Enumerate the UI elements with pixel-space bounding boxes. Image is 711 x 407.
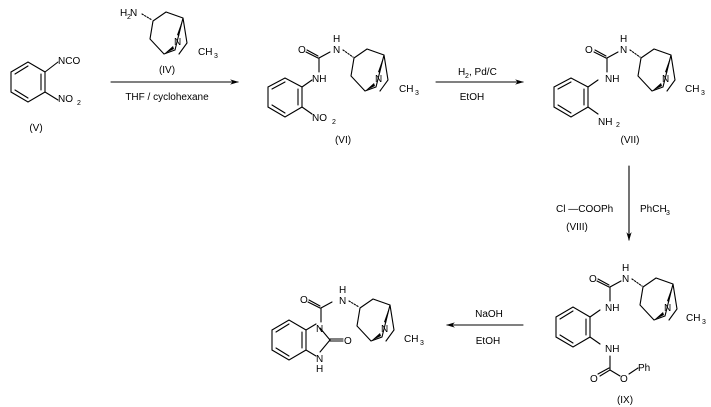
product-methyl-subscript: 3 [420, 340, 424, 347]
ix-phenyl: Ph [638, 363, 650, 374]
compound-ix: NH NH O H N N CH 3 O O Ph (IX) [555, 263, 706, 406]
ix-nh-top-n: N [622, 274, 629, 285]
compound-viii-label: (VIII) [566, 222, 588, 233]
methyl-subscript: 3 [214, 53, 218, 60]
compound-vi-label: (VI) [335, 135, 351, 146]
ix-methyl: CH [686, 313, 700, 324]
step3-solvent: PhCH [640, 204, 667, 215]
vii-ring-n: N [662, 74, 669, 85]
vi-methyl: CH [399, 84, 413, 95]
step2-h: H [458, 67, 465, 78]
vii-carbonyl-o: O [585, 45, 593, 56]
nitro-group: NO [58, 94, 73, 105]
product-carbonyl-o: O [300, 295, 308, 306]
vi-nh-top-n: N [333, 45, 340, 56]
compound-vi: NH NO 2 O H N N CH 3 (VI) [267, 34, 419, 146]
final-product: N O N H O H N N CH 3 [271, 285, 424, 375]
compound-vii-label: (VII) [621, 135, 640, 146]
compound-iv-label: (IV) [159, 65, 175, 76]
product-bottom-h: H [316, 364, 323, 375]
product-methyl: CH [404, 334, 418, 345]
ix-nh: NH [605, 303, 619, 314]
vii-nh: NH [605, 74, 619, 85]
ix-carbamate-o: O [590, 374, 598, 385]
reagent-viii-formula: Cl —COOPh [556, 204, 613, 215]
step3-solvent-sub: 3 [666, 210, 670, 217]
ix-methyl-subscript: 3 [702, 319, 706, 326]
ix-carbonyl-o: O [589, 274, 597, 285]
vii-nh-top-n: N [620, 45, 627, 56]
methyl: CH [198, 47, 212, 58]
amine-n: N [130, 8, 137, 19]
isocyanate-group: NCO [58, 56, 80, 67]
ix-ester-o: O [620, 374, 628, 385]
vi-ring-n: N [375, 74, 382, 85]
vii-methyl-subscript: 3 [701, 90, 705, 97]
vi-carbonyl-o: O [298, 45, 306, 56]
vi-nh-top-h: H [333, 34, 340, 45]
ix-ring-n: N [664, 303, 671, 314]
vi-methyl-subscript: 3 [415, 90, 419, 97]
vii-amine: NH [598, 117, 612, 128]
product-nh-top-n: N [339, 296, 346, 307]
nitro-subscript: 2 [77, 100, 81, 107]
vi-nitro-subscript: 2 [332, 119, 336, 126]
vi-nh: NH [312, 74, 326, 85]
step1-solvent: THF / cyclohexane [125, 92, 209, 103]
vii-amine-subscript: 2 [616, 122, 620, 129]
ring-n: N [174, 37, 181, 48]
amine-h: H [120, 8, 127, 19]
compound-vii: NH NH 2 O H N N CH 3 (VII) [553, 34, 705, 146]
product-nh-top-h: H [339, 285, 346, 296]
step2-h-sub: 2 [465, 73, 469, 80]
vii-nh-top-h: H [620, 34, 627, 45]
product-bottom-n: N [316, 354, 323, 365]
step4-base: NaOH [475, 309, 503, 320]
step4-solvent: EtOH [476, 336, 500, 347]
step2-catalyst: , Pd/C [469, 67, 497, 78]
compound-ix-label: (IX) [617, 395, 633, 406]
compound-v: NCO NO 2 (V) [10, 56, 81, 134]
vii-methyl: CH [685, 84, 699, 95]
amine-subscript: 2 [127, 14, 131, 21]
product-tropane-n: N [381, 324, 388, 335]
compound-v-label: (V) [29, 123, 42, 134]
product-ring-n: N [316, 324, 323, 335]
ix-nh-top-h: H [622, 263, 629, 274]
vi-nitro: NO [312, 113, 327, 124]
compound-iv: H 2 N N CH 3 (IV) [120, 8, 218, 76]
ix-nh-bottom: NH [605, 344, 619, 355]
product-ring-o: O [344, 336, 352, 347]
step2-solvent: EtOH [460, 92, 484, 103]
